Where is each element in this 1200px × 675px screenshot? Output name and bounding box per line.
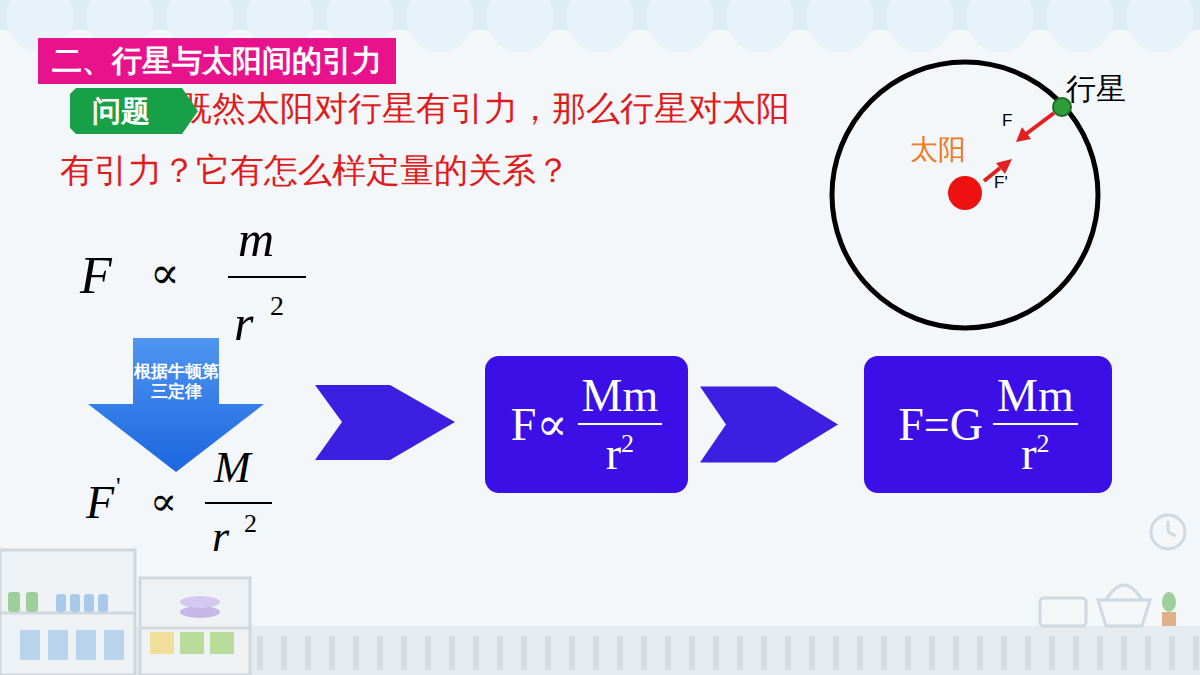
arrow-text: 根据牛顿第三定律 — [133, 362, 219, 403]
formula-prime: ' — [116, 474, 121, 500]
rail — [593, 636, 599, 670]
shelf-illustration — [0, 550, 250, 675]
rail — [641, 636, 647, 670]
formula-box: F=GMmr2 — [864, 356, 1112, 493]
question-tag: 问题 — [70, 88, 198, 134]
scallop — [966, 0, 1034, 52]
formula-symbol: F — [80, 250, 112, 302]
rail — [1073, 636, 1079, 670]
rail — [1025, 636, 1031, 670]
rail — [1001, 636, 1007, 670]
down-arrow: 根据牛顿第三定律 — [88, 338, 264, 472]
rail — [281, 636, 287, 670]
title-text: 二、行星与太阳间的引力 — [52, 46, 382, 76]
rail — [473, 636, 479, 670]
tag-fill — [70, 88, 198, 134]
fraction-bar — [578, 423, 663, 425]
arrow-shape — [88, 338, 264, 472]
denominator: r2 — [606, 425, 634, 477]
fraction-bar — [993, 423, 1078, 425]
rail — [1049, 636, 1055, 670]
scallop — [406, 0, 474, 52]
rail — [1193, 636, 1199, 670]
chevron-connector — [700, 387, 838, 463]
orbit-illustration — [832, 62, 1098, 328]
rail — [857, 636, 863, 670]
scallop — [646, 0, 714, 52]
arrow-text-holder: 根据牛顿第三定律 — [133, 362, 219, 403]
scallop — [1046, 0, 1114, 52]
exponent: 2 — [1037, 429, 1050, 458]
rail — [401, 636, 407, 670]
rail — [377, 636, 383, 670]
formula-box: F∝Mmr2 — [485, 356, 688, 493]
formula-symbol: F — [86, 480, 114, 526]
formula-symbol: M — [214, 446, 251, 490]
formula-exponent: 2 — [244, 511, 257, 537]
formula-lead: F=G — [898, 402, 983, 448]
rail — [545, 636, 551, 670]
chevron-arrow — [315, 385, 455, 460]
rail — [449, 636, 455, 670]
numerator: Mm — [578, 373, 663, 423]
rail — [761, 636, 767, 670]
formula-symbol: ∝ — [150, 482, 177, 522]
scallop — [886, 0, 954, 52]
scallop — [806, 0, 874, 52]
numerator: Mm — [993, 373, 1078, 423]
scallop — [1126, 0, 1194, 52]
denominator-base: r — [606, 428, 621, 479]
denominator-base: r — [1021, 428, 1036, 479]
scallop — [566, 0, 634, 52]
formula-symbol: r — [234, 298, 253, 348]
rail — [617, 636, 623, 670]
formula-exponent: 2 — [270, 292, 284, 320]
formula-symbol: ∝ — [150, 252, 180, 296]
denominator: r2 — [1021, 425, 1049, 477]
force-label: F' — [994, 174, 1008, 191]
formula-symbol: r — [212, 515, 229, 559]
basket-decor — [1040, 515, 1185, 626]
rail — [257, 636, 263, 670]
rail — [497, 636, 503, 670]
fraction-bar — [228, 276, 306, 278]
rail — [1121, 636, 1127, 670]
floor-railing — [260, 636, 1196, 670]
title-band: 二、行星与太阳间的引力 — [38, 38, 396, 84]
rail — [953, 636, 959, 670]
scallop — [486, 0, 554, 52]
rail — [713, 636, 719, 670]
planet-label: 行星 — [1066, 74, 1126, 104]
rail — [881, 636, 887, 670]
fraction: Mmr2 — [578, 373, 663, 477]
rail — [929, 636, 935, 670]
tag-text: 问题 — [92, 97, 150, 126]
rail — [305, 636, 311, 670]
rail — [737, 636, 743, 670]
rail — [665, 636, 671, 670]
rail — [1145, 636, 1151, 670]
fraction: Mmr2 — [993, 373, 1078, 477]
fraction-bar — [205, 502, 272, 504]
rail — [977, 636, 983, 670]
rail — [833, 636, 839, 670]
force-label: F — [1002, 112, 1012, 129]
rail — [1097, 636, 1103, 670]
rail — [329, 636, 335, 670]
rail — [1169, 636, 1175, 670]
formula-symbol: m — [238, 214, 274, 264]
formula-lead: F∝ — [511, 402, 568, 448]
scallop — [726, 0, 794, 52]
rail — [569, 636, 575, 670]
rail — [521, 636, 527, 670]
rail — [809, 636, 815, 670]
arrow-fill — [88, 338, 264, 472]
rail — [905, 636, 911, 670]
sun-label: 太阳 — [910, 136, 966, 164]
rail — [689, 636, 695, 670]
rail — [353, 636, 359, 670]
rail — [785, 636, 791, 670]
rail — [425, 636, 431, 670]
exponent: 2 — [621, 429, 634, 458]
